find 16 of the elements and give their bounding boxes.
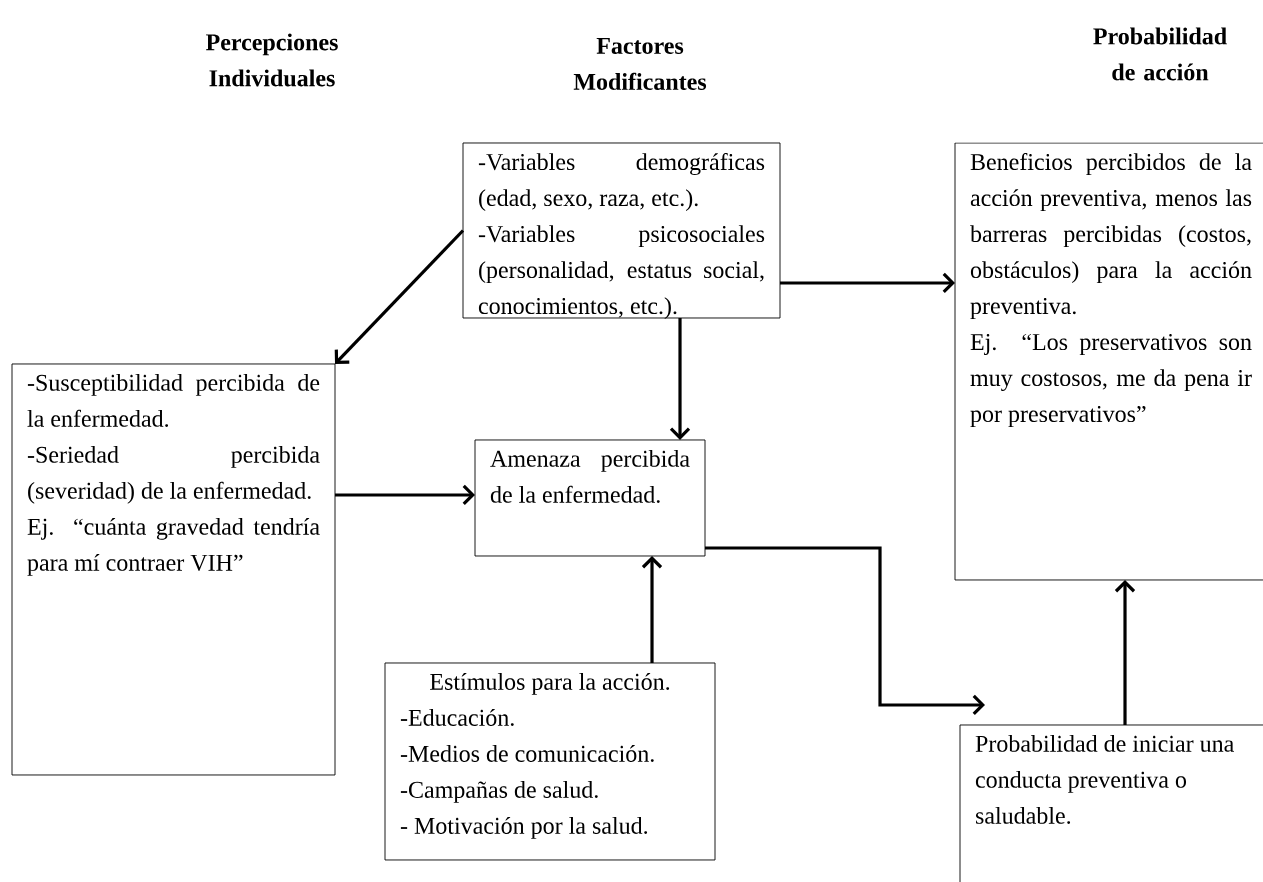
column-heading: Probabilidad de acción — [1093, 27, 1227, 81]
text-box: -Susceptibilidad percibida de la enfermedad. -Seriedad percibida (severidad) de la enfermedad. Ej. “cuánta gravedad tendría para mí contraer VIH” — [11, 363, 336, 776]
text-box: Probabilidad de iniciar una conducta preventiva o saludable. — [959, 724, 1263, 882]
text-box: Amenaza percibida de la enfermedad. — [474, 439, 706, 557]
column-heading: Percepciones Individuales — [206, 33, 338, 87]
arrow — [1114, 580, 1136, 725]
arrow — [334, 229, 465, 364]
text-box: Estímulos para la acción. -Educación. -Medios de comunicación. -Campañas de salud. - Motivación por la salud. — [384, 662, 716, 861]
text-box: Beneficios percibidos de la acción preventiva, menos las barreras percibidas (costos, obstáculos) para la acción preventiva. Ej. “Los preservativos son muy costosos, me da pena ir por preservativos” — [954, 142, 1263, 581]
arrow — [780, 272, 955, 294]
column-heading: Factores Modificantes — [573, 38, 707, 90]
arrow — [641, 556, 663, 663]
arrow — [669, 318, 691, 440]
text-box: -Variables demográficas (edad, sexo, raza, etc.). -Variables psicosociales (personalidad, estatus social, conocimientos, etc.). — [462, 142, 781, 319]
arrow — [705, 546, 985, 716]
arrow — [335, 484, 475, 506]
